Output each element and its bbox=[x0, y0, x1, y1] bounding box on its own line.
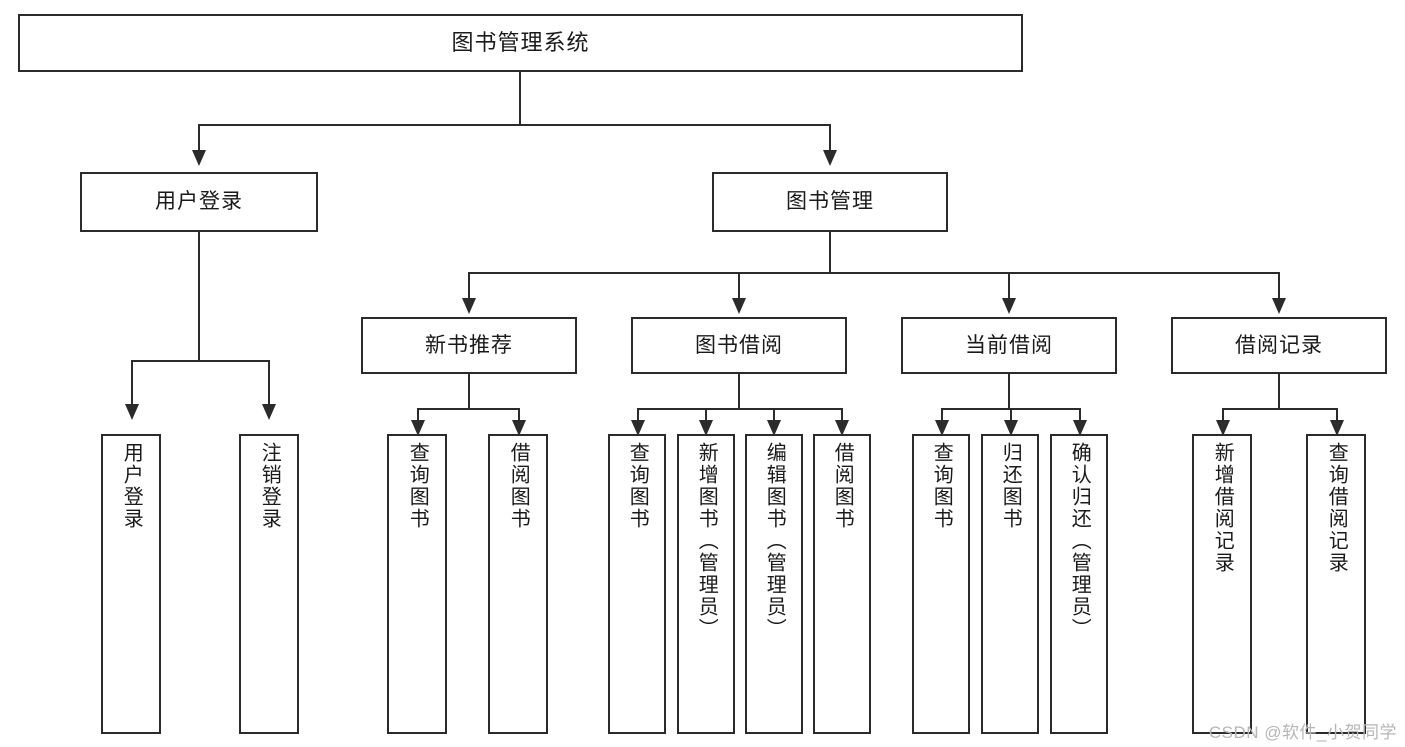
arrow-cb-to-confirm-return bbox=[1073, 420, 1087, 436]
leaf-label: 确认归还（管理员） bbox=[1068, 442, 1091, 640]
leaf-label: 编辑图书（管理员） bbox=[763, 442, 786, 640]
connector-bm-drop-2 bbox=[738, 272, 740, 300]
node-current-borrow[interactable]: 当前借阅 bbox=[901, 317, 1117, 374]
connector-bb-drop-2 bbox=[705, 408, 707, 422]
connector-cb-drop-3 bbox=[1079, 408, 1081, 422]
connector-cb-drop-1 bbox=[941, 408, 943, 422]
arrow-root-to-book-management bbox=[823, 150, 837, 166]
leaf-label: 借阅图书 bbox=[507, 442, 530, 530]
arrow-bb-to-borrow-book bbox=[835, 420, 849, 436]
connector-nbr-drop-1 bbox=[417, 408, 419, 422]
connector-root-to-book-management bbox=[829, 124, 831, 152]
arrow-cb-to-query-book bbox=[935, 420, 949, 436]
connector-root-bus bbox=[198, 124, 831, 126]
node-label: 新书推荐 bbox=[425, 333, 513, 357]
leaf-bb-edit-book-admin[interactable]: 编辑图书（管理员） bbox=[745, 434, 803, 734]
leaf-cb-confirm-return-admin[interactable]: 确认归还（管理员） bbox=[1050, 434, 1108, 734]
connector-cb-stem bbox=[1008, 374, 1010, 408]
connector-user-login-drop-1 bbox=[131, 360, 133, 406]
node-label: 借阅记录 bbox=[1235, 333, 1323, 357]
arrow-br-to-query-record bbox=[1330, 420, 1344, 436]
leaf-user-login-logout[interactable]: 注销登录 bbox=[239, 434, 299, 734]
arrow-br-to-add-record bbox=[1216, 420, 1230, 436]
arrow-nbr-to-query-book bbox=[411, 420, 425, 436]
node-label: 图书借阅 bbox=[695, 333, 783, 357]
arrow-bm-to-current-borrow bbox=[1002, 298, 1016, 314]
connector-root-to-user-login bbox=[198, 124, 200, 152]
node-label: 图书管理 bbox=[786, 190, 874, 214]
connector-nbr-bus bbox=[417, 408, 520, 410]
leaf-label: 借阅图书 bbox=[831, 442, 854, 530]
leaf-label: 查询图书 bbox=[930, 442, 953, 530]
connector-bb-drop-4 bbox=[841, 408, 843, 422]
leaf-label: 用户登录 bbox=[120, 442, 143, 530]
arrow-bm-to-borrow-record bbox=[1272, 298, 1286, 314]
connector-bb-drop-3 bbox=[773, 408, 775, 422]
leaf-br-add-record[interactable]: 新增借阅记录 bbox=[1192, 434, 1252, 734]
arrow-bm-to-new-book-recommend bbox=[462, 298, 476, 314]
leaf-cb-query-book[interactable]: 查询图书 bbox=[912, 434, 970, 734]
arrow-bb-to-add-book bbox=[699, 420, 713, 436]
connector-cb-drop-2 bbox=[1010, 408, 1012, 422]
connector-user-login-drop-2 bbox=[268, 360, 270, 406]
leaf-label: 查询图书 bbox=[626, 442, 649, 530]
connector-bb-drop-1 bbox=[637, 408, 639, 422]
node-new-book-recommend[interactable]: 新书推荐 bbox=[361, 317, 577, 374]
arrow-nbr-to-borrow-book bbox=[512, 420, 526, 436]
arrow-cb-to-return-book bbox=[1004, 420, 1018, 436]
leaf-label: 查询借阅记录 bbox=[1325, 442, 1348, 574]
node-label: 当前借阅 bbox=[965, 333, 1053, 357]
leaf-bb-add-book-admin[interactable]: 新增图书（管理员） bbox=[677, 434, 735, 734]
connector-bm-drop-4 bbox=[1278, 272, 1280, 300]
connector-br-drop-1 bbox=[1222, 408, 1224, 422]
node-book-management[interactable]: 图书管理 bbox=[712, 172, 948, 232]
connector-br-drop-2 bbox=[1336, 408, 1338, 422]
connector-bb-bus bbox=[637, 408, 843, 410]
arrow-user-login-to-logout bbox=[262, 404, 276, 420]
leaf-user-login-login[interactable]: 用户登录 bbox=[101, 434, 161, 734]
node-label: 用户登录 bbox=[155, 190, 243, 214]
leaf-cb-return-book[interactable]: 归还图书 bbox=[981, 434, 1039, 734]
connector-user-login-bus bbox=[131, 360, 268, 362]
leaf-label: 新增借阅记录 bbox=[1211, 442, 1234, 574]
connector-bm-drop-1 bbox=[468, 272, 470, 300]
node-label: 图书管理系统 bbox=[451, 29, 590, 55]
connector-book-management-bus bbox=[468, 272, 1280, 274]
connector-root-stem bbox=[519, 72, 521, 124]
connector-nbr-drop-2 bbox=[518, 408, 520, 422]
leaf-nbr-query-book[interactable]: 查询图书 bbox=[387, 434, 447, 734]
leaf-bb-borrow-book[interactable]: 借阅图书 bbox=[813, 434, 871, 734]
leaf-br-query-record[interactable]: 查询借阅记录 bbox=[1306, 434, 1366, 734]
connector-user-login-stem bbox=[198, 232, 200, 360]
connector-bm-drop-3 bbox=[1008, 272, 1010, 300]
leaf-label: 新增图书（管理员） bbox=[695, 442, 718, 640]
arrow-root-to-user-login bbox=[192, 150, 206, 166]
arrow-bb-to-edit-book bbox=[767, 420, 781, 436]
leaf-label: 归还图书 bbox=[999, 442, 1022, 530]
leaf-bb-query-book[interactable]: 查询图书 bbox=[608, 434, 666, 734]
node-root-book-management-system[interactable]: 图书管理系统 bbox=[18, 14, 1023, 72]
connector-br-bus bbox=[1222, 408, 1336, 410]
node-user-login[interactable]: 用户登录 bbox=[80, 172, 318, 232]
leaf-label: 查询图书 bbox=[406, 442, 429, 530]
connector-br-stem bbox=[1278, 374, 1280, 408]
node-book-borrow[interactable]: 图书借阅 bbox=[631, 317, 847, 374]
connector-book-management-stem bbox=[829, 232, 831, 272]
connector-bb-stem bbox=[738, 374, 740, 408]
arrow-bm-to-book-borrow bbox=[732, 298, 746, 314]
leaf-nbr-borrow-book[interactable]: 借阅图书 bbox=[488, 434, 548, 734]
node-borrow-record[interactable]: 借阅记录 bbox=[1171, 317, 1387, 374]
arrow-user-login-to-login bbox=[125, 404, 139, 420]
leaf-label: 注销登录 bbox=[258, 442, 281, 530]
connector-nbr-stem bbox=[468, 374, 470, 408]
arrow-bb-to-query-book bbox=[631, 420, 645, 436]
